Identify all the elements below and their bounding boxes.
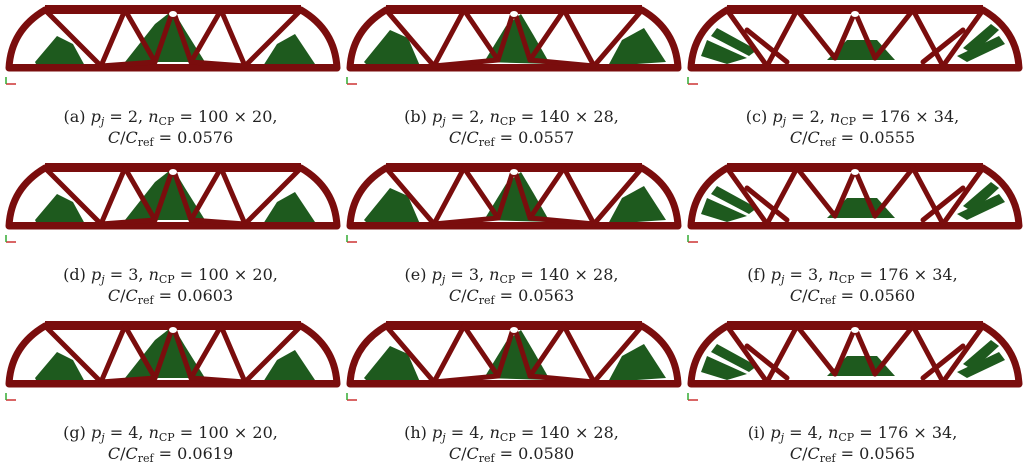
- axis-triad-icon: [687, 393, 698, 401]
- control-points-value: 100 × 20: [198, 423, 273, 442]
- compliance-ratio-value: 0.0603: [177, 286, 234, 305]
- subfigure-label: (b): [404, 107, 427, 126]
- control-points-value: 140 × 28: [538, 265, 614, 284]
- subfigure-caption-line2: C/Cref = 0.0565: [789, 444, 916, 465]
- topology-structure-image: [687, 163, 1023, 230]
- compliance-ratio-value: 0.0555: [859, 128, 916, 147]
- subfigure-caption-line1: (e) pj = 3, nCP = 140 × 28,: [404, 265, 619, 286]
- topology-structure-image: [687, 5, 1023, 72]
- axis-triad-icon: [346, 77, 357, 85]
- subfigure-caption-line1: (d) pj = 3, nCP = 100 × 20,: [63, 265, 278, 286]
- subfigure-caption-line2: C/Cref = 0.0576: [107, 128, 234, 149]
- axis-triad-icon: [5, 393, 16, 401]
- degree-value: 2: [809, 107, 820, 126]
- axis-triad-icon: [5, 235, 16, 243]
- control-points-value: 100 × 20: [197, 107, 273, 126]
- control-points-value: 140 × 28: [539, 423, 614, 442]
- control-points-value: 176 × 34: [878, 265, 953, 284]
- axis-triad-icon: [346, 235, 357, 243]
- control-points-value: 140 × 28: [539, 107, 614, 126]
- degree-value: 4: [807, 423, 818, 442]
- subfigure-caption-line1: (a) pj = 2, nCP = 100 × 20,: [63, 107, 278, 128]
- compliance-ratio-value: 0.0563: [518, 286, 575, 305]
- degree-value: 4: [128, 423, 139, 442]
- subfigure-panel: (e) pj = 3, nCP = 140 × 28,C/Cref = 0.05…: [341, 158, 682, 316]
- degree-value: 2: [469, 107, 480, 126]
- subfigure-caption-line2: C/Cref = 0.0557: [448, 128, 575, 149]
- subfigure-panel: (d) pj = 3, nCP = 100 × 20,C/Cref = 0.06…: [0, 158, 341, 316]
- topology-structure-image: [687, 321, 1023, 388]
- axis-triad-icon: [5, 77, 16, 85]
- subfigure-panel: (a) pj = 2, nCP = 100 × 20,C/Cref = 0.05…: [0, 0, 341, 158]
- topology-structure-image: [5, 163, 341, 230]
- subfigure-panel: (h) pj = 4, nCP = 140 × 28,C/Cref = 0.05…: [341, 316, 682, 474]
- degree-value: 4: [469, 423, 480, 442]
- subfigure-label: (f): [747, 265, 766, 284]
- subfigure-caption-line2: C/Cref = 0.0580: [448, 444, 575, 465]
- subfigure-label: (i): [747, 423, 766, 442]
- degree-value: 3: [468, 265, 479, 284]
- topology-structure-image: [5, 5, 341, 72]
- compliance-ratio-value: 0.0557: [518, 128, 575, 147]
- topology-structure-image: [346, 321, 682, 388]
- control-points-value: 176 × 34: [879, 107, 955, 126]
- compliance-ratio-value: 0.0619: [177, 444, 234, 463]
- compliance-ratio-value: 0.0576: [177, 128, 234, 147]
- subfigure-panel: (c) pj = 2, nCP = 176 × 34,C/Cref = 0.05…: [682, 0, 1023, 158]
- compliance-ratio-value: 0.0565: [859, 444, 916, 463]
- subfigure-caption-line1: (c) pj = 2, nCP = 176 × 34,: [745, 107, 960, 128]
- control-points-value: 176 × 34: [877, 423, 953, 442]
- topology-structure-image: [5, 321, 341, 388]
- subfigure-label: (c): [745, 107, 768, 126]
- subfigure-caption-line2: C/Cref = 0.0619: [107, 444, 234, 465]
- subfigure-label: (a): [63, 107, 86, 126]
- subfigure-caption-line2: C/Cref = 0.0603: [107, 286, 234, 307]
- axis-triad-icon: [687, 235, 698, 243]
- subfigure-panel: (f) pj = 3, nCP = 176 × 34,C/Cref = 0.05…: [682, 158, 1023, 316]
- compliance-ratio-value: 0.0580: [518, 444, 575, 463]
- subfigure-label: (g): [63, 423, 86, 442]
- subfigure-label: (h): [404, 423, 427, 442]
- compliance-ratio-value: 0.0560: [859, 286, 916, 305]
- degree-value: 2: [127, 107, 139, 126]
- subfigure-caption-line1: (h) pj = 4, nCP = 140 × 28,: [404, 423, 619, 444]
- subfigure-caption-line1: (i) pj = 4, nCP = 176 × 34,: [747, 423, 958, 444]
- topology-structure-image: [346, 163, 682, 230]
- degree-value: 3: [128, 265, 139, 284]
- subfigure-caption-line2: C/Cref = 0.0555: [789, 128, 916, 149]
- subfigure-caption-line1: (b) pj = 2, nCP = 140 × 28,: [404, 107, 619, 128]
- subfigure-caption-line1: (f) pj = 3, nCP = 176 × 34,: [747, 265, 958, 286]
- subfigure-caption-line2: C/Cref = 0.0563: [448, 286, 575, 307]
- subfigure-panel: (g) pj = 4, nCP = 100 × 20,C/Cref = 0.06…: [0, 316, 341, 474]
- axis-triad-icon: [687, 77, 698, 85]
- axis-triad-icon: [346, 393, 357, 401]
- subfigure-label: (d): [63, 265, 86, 284]
- subfigure-panel: (i) pj = 4, nCP = 176 × 34,C/Cref = 0.05…: [682, 316, 1023, 474]
- subfigure-panel: (b) pj = 2, nCP = 140 × 28,C/Cref = 0.05…: [341, 0, 682, 158]
- degree-value: 3: [808, 265, 819, 284]
- subfigure-caption-line2: C/Cref = 0.0560: [789, 286, 916, 307]
- topology-structure-image: [346, 5, 682, 72]
- subfigure-label: (e): [404, 265, 427, 284]
- subfigure-caption-line1: (g) pj = 4, nCP = 100 × 20,: [63, 423, 278, 444]
- control-points-value: 100 × 20: [198, 265, 273, 284]
